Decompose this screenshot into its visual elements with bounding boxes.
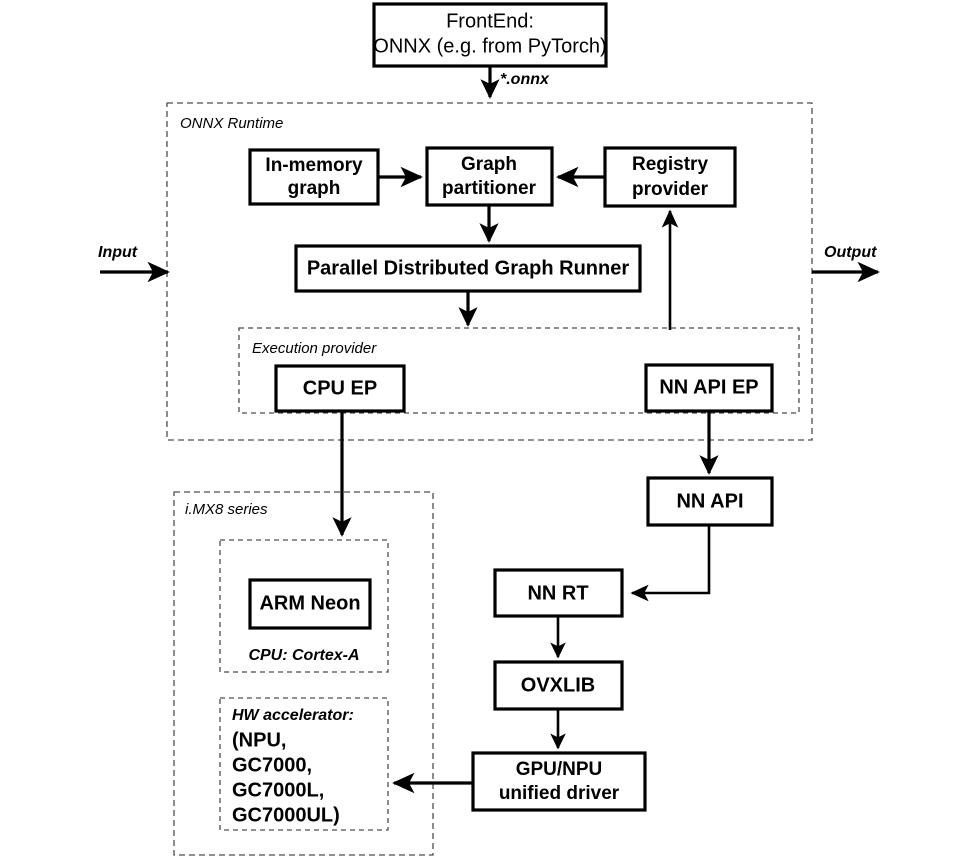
execution-provider-label: Execution provider bbox=[252, 340, 377, 357]
edge-nnapi-to-nnrt bbox=[630, 525, 711, 602]
gpu-npu-driver-line1: GPU/NPU bbox=[516, 759, 603, 780]
graph-partitioner-line2: partitioner bbox=[442, 178, 537, 199]
cpu-group-container bbox=[219, 539, 389, 673]
nnapi-ep-label: NN API EP bbox=[659, 376, 758, 398]
edge-label-input: Input bbox=[98, 244, 138, 261]
nn-rt-box bbox=[493, 568, 624, 618]
ovxlib-label: OVXLIB bbox=[521, 674, 595, 696]
frontend-box bbox=[372, 2, 608, 68]
graph-partitioner-box bbox=[425, 146, 554, 207]
imx8-label: i.MX8 series bbox=[185, 501, 268, 518]
hw-accelerator-item-0: (NPU, bbox=[232, 729, 286, 751]
hw-accelerator-container bbox=[219, 697, 389, 831]
hw-accelerator-item-2: GC7000L, bbox=[232, 779, 324, 801]
onnx-runtime-label: ONNX Runtime bbox=[180, 115, 283, 132]
graph-runner-label: Parallel Distributed Graph Runner bbox=[307, 257, 630, 279]
hw-accelerator-item-3: GC7000UL) bbox=[232, 804, 340, 826]
frontend-line2: ONNX (e.g. from PyTorch) bbox=[373, 35, 606, 57]
cpu-ep-box bbox=[274, 364, 406, 413]
execution-provider-container bbox=[238, 327, 800, 414]
graph-runner-box bbox=[294, 244, 642, 293]
edge-label-onnx: *.onnx bbox=[500, 71, 550, 88]
gpu-npu-driver-line2: unified driver bbox=[499, 783, 620, 804]
nn-api-label: NN API bbox=[676, 490, 743, 512]
cpu-ep-label: CPU EP bbox=[303, 377, 377, 399]
registry-provider-line1: Registry bbox=[632, 154, 708, 175]
in-memory-graph-line1: In-memory bbox=[265, 155, 363, 176]
in-memory-graph-line2: graph bbox=[288, 178, 341, 199]
arm-neon-box bbox=[248, 578, 372, 630]
nn-rt-label: NN RT bbox=[527, 582, 588, 604]
frontend-line1: FrontEnd: bbox=[446, 10, 534, 32]
graph-partitioner-line1: Graph bbox=[461, 154, 517, 175]
hw-accelerator-title: HW accelerator: bbox=[232, 707, 354, 724]
cpu-group-label: CPU: Cortex-A bbox=[248, 647, 359, 664]
edge-label-output: Output bbox=[824, 244, 877, 261]
registry-provider-box bbox=[603, 146, 737, 208]
hw-accelerator-item-1: GC7000, bbox=[232, 754, 312, 776]
imx8-container bbox=[173, 491, 434, 856]
gpu-npu-driver-box bbox=[471, 751, 647, 812]
registry-provider-line2: provider bbox=[632, 179, 709, 200]
arm-neon-label: ARM Neon bbox=[259, 592, 360, 614]
